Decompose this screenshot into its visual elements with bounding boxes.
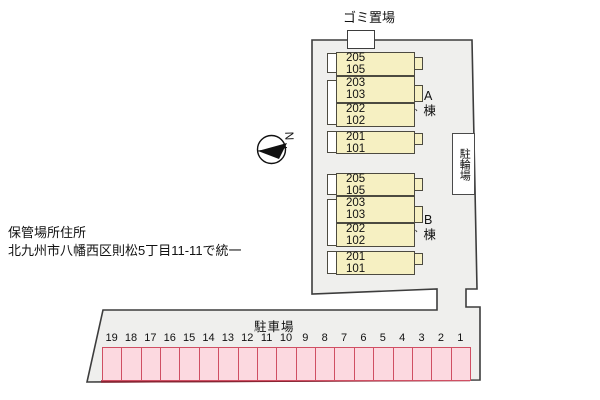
parking-stall [218, 347, 239, 381]
parking-stall [276, 347, 297, 381]
compass [256, 134, 288, 165]
parking-stall [315, 347, 336, 381]
parking-stall [353, 347, 375, 381]
parking-stall [102, 347, 123, 381]
parking-stall-number: 6 [360, 332, 367, 344]
parking-stall-number: 14 [202, 332, 215, 344]
parking-stall-number: 1 [457, 332, 464, 344]
parking-stall-number: 9 [302, 332, 309, 344]
room-number: 201 [346, 131, 366, 143]
room-number: 103 [346, 209, 366, 221]
parking-stall [198, 347, 220, 381]
parking-stall [431, 347, 452, 381]
room-number: 203 [346, 196, 366, 209]
room-number: 205 [346, 173, 366, 185]
room-number: 105 [346, 63, 366, 76]
room-number: 203 [346, 76, 366, 89]
parking-stall [237, 347, 258, 381]
parking-stall-number: 18 [124, 332, 138, 344]
bicycle-parking-label: 駐輪場 [458, 147, 471, 181]
parking-stall-number: 13 [221, 332, 234, 344]
parking-stall [373, 347, 394, 381]
room-number: 101 [346, 142, 366, 155]
parking-stall [121, 347, 142, 381]
parking-stall [392, 347, 413, 381]
parking-stall-number: 15 [183, 332, 196, 344]
garbage-area-label: ゴミ置場 [342, 10, 395, 25]
parking-stall-number: 7 [341, 332, 348, 344]
parking-stall-number: 12 [241, 332, 254, 344]
parking-stall-number: 5 [379, 332, 386, 344]
balcony-notch [415, 133, 423, 145]
building-a-label: A棟 [421, 89, 436, 118]
parking-lot-label: 駐車場 [254, 320, 295, 334]
room-number: 202 [346, 103, 366, 115]
parking-stall-number: 19 [105, 332, 118, 344]
parking-stall-number: 4 [399, 332, 406, 344]
parking-stall-number: 2 [437, 332, 444, 344]
storage-address-heading: 保管場所住所 [8, 225, 87, 240]
compass-needle [258, 143, 287, 159]
balcony-notch [415, 206, 423, 223]
parking-stall-number: 17 [144, 332, 157, 344]
balcony-notch [415, 57, 423, 70]
compass-north-label: N [282, 131, 297, 141]
room-number: 103 [346, 89, 366, 101]
parking-stall-number: 8 [321, 332, 328, 344]
bicycle-parking-box: 駐輪場 [452, 133, 475, 195]
balcony-notch [415, 178, 423, 191]
balcony-notch [415, 85, 423, 102]
parking-stall-number: 11 [260, 332, 273, 344]
parking-stall [179, 347, 200, 381]
parking-stall [411, 347, 433, 381]
storage-address-value: 北九州市八幡西区則松5丁目11-11で統一 [8, 243, 242, 258]
parking-stall [160, 347, 181, 381]
room-number: 102 [346, 114, 366, 127]
parking-stall [295, 347, 317, 381]
parking-stall [450, 347, 471, 381]
parking-stall [334, 347, 355, 381]
room-number: 205 [346, 52, 366, 64]
room-number: 102 [346, 234, 366, 247]
room-number: 201 [346, 251, 366, 263]
room-number: 202 [346, 223, 366, 235]
parking-stall-number: 3 [418, 332, 425, 344]
balcony-notch [415, 253, 423, 265]
parking-stall-number: 10 [279, 332, 293, 344]
garbage-box [347, 30, 375, 49]
building-b-label: B棟 [421, 213, 436, 242]
room-number: 101 [346, 262, 366, 275]
parking-stall [140, 347, 162, 381]
parking-stall [256, 347, 278, 381]
parking-stall-number: 16 [163, 332, 176, 344]
